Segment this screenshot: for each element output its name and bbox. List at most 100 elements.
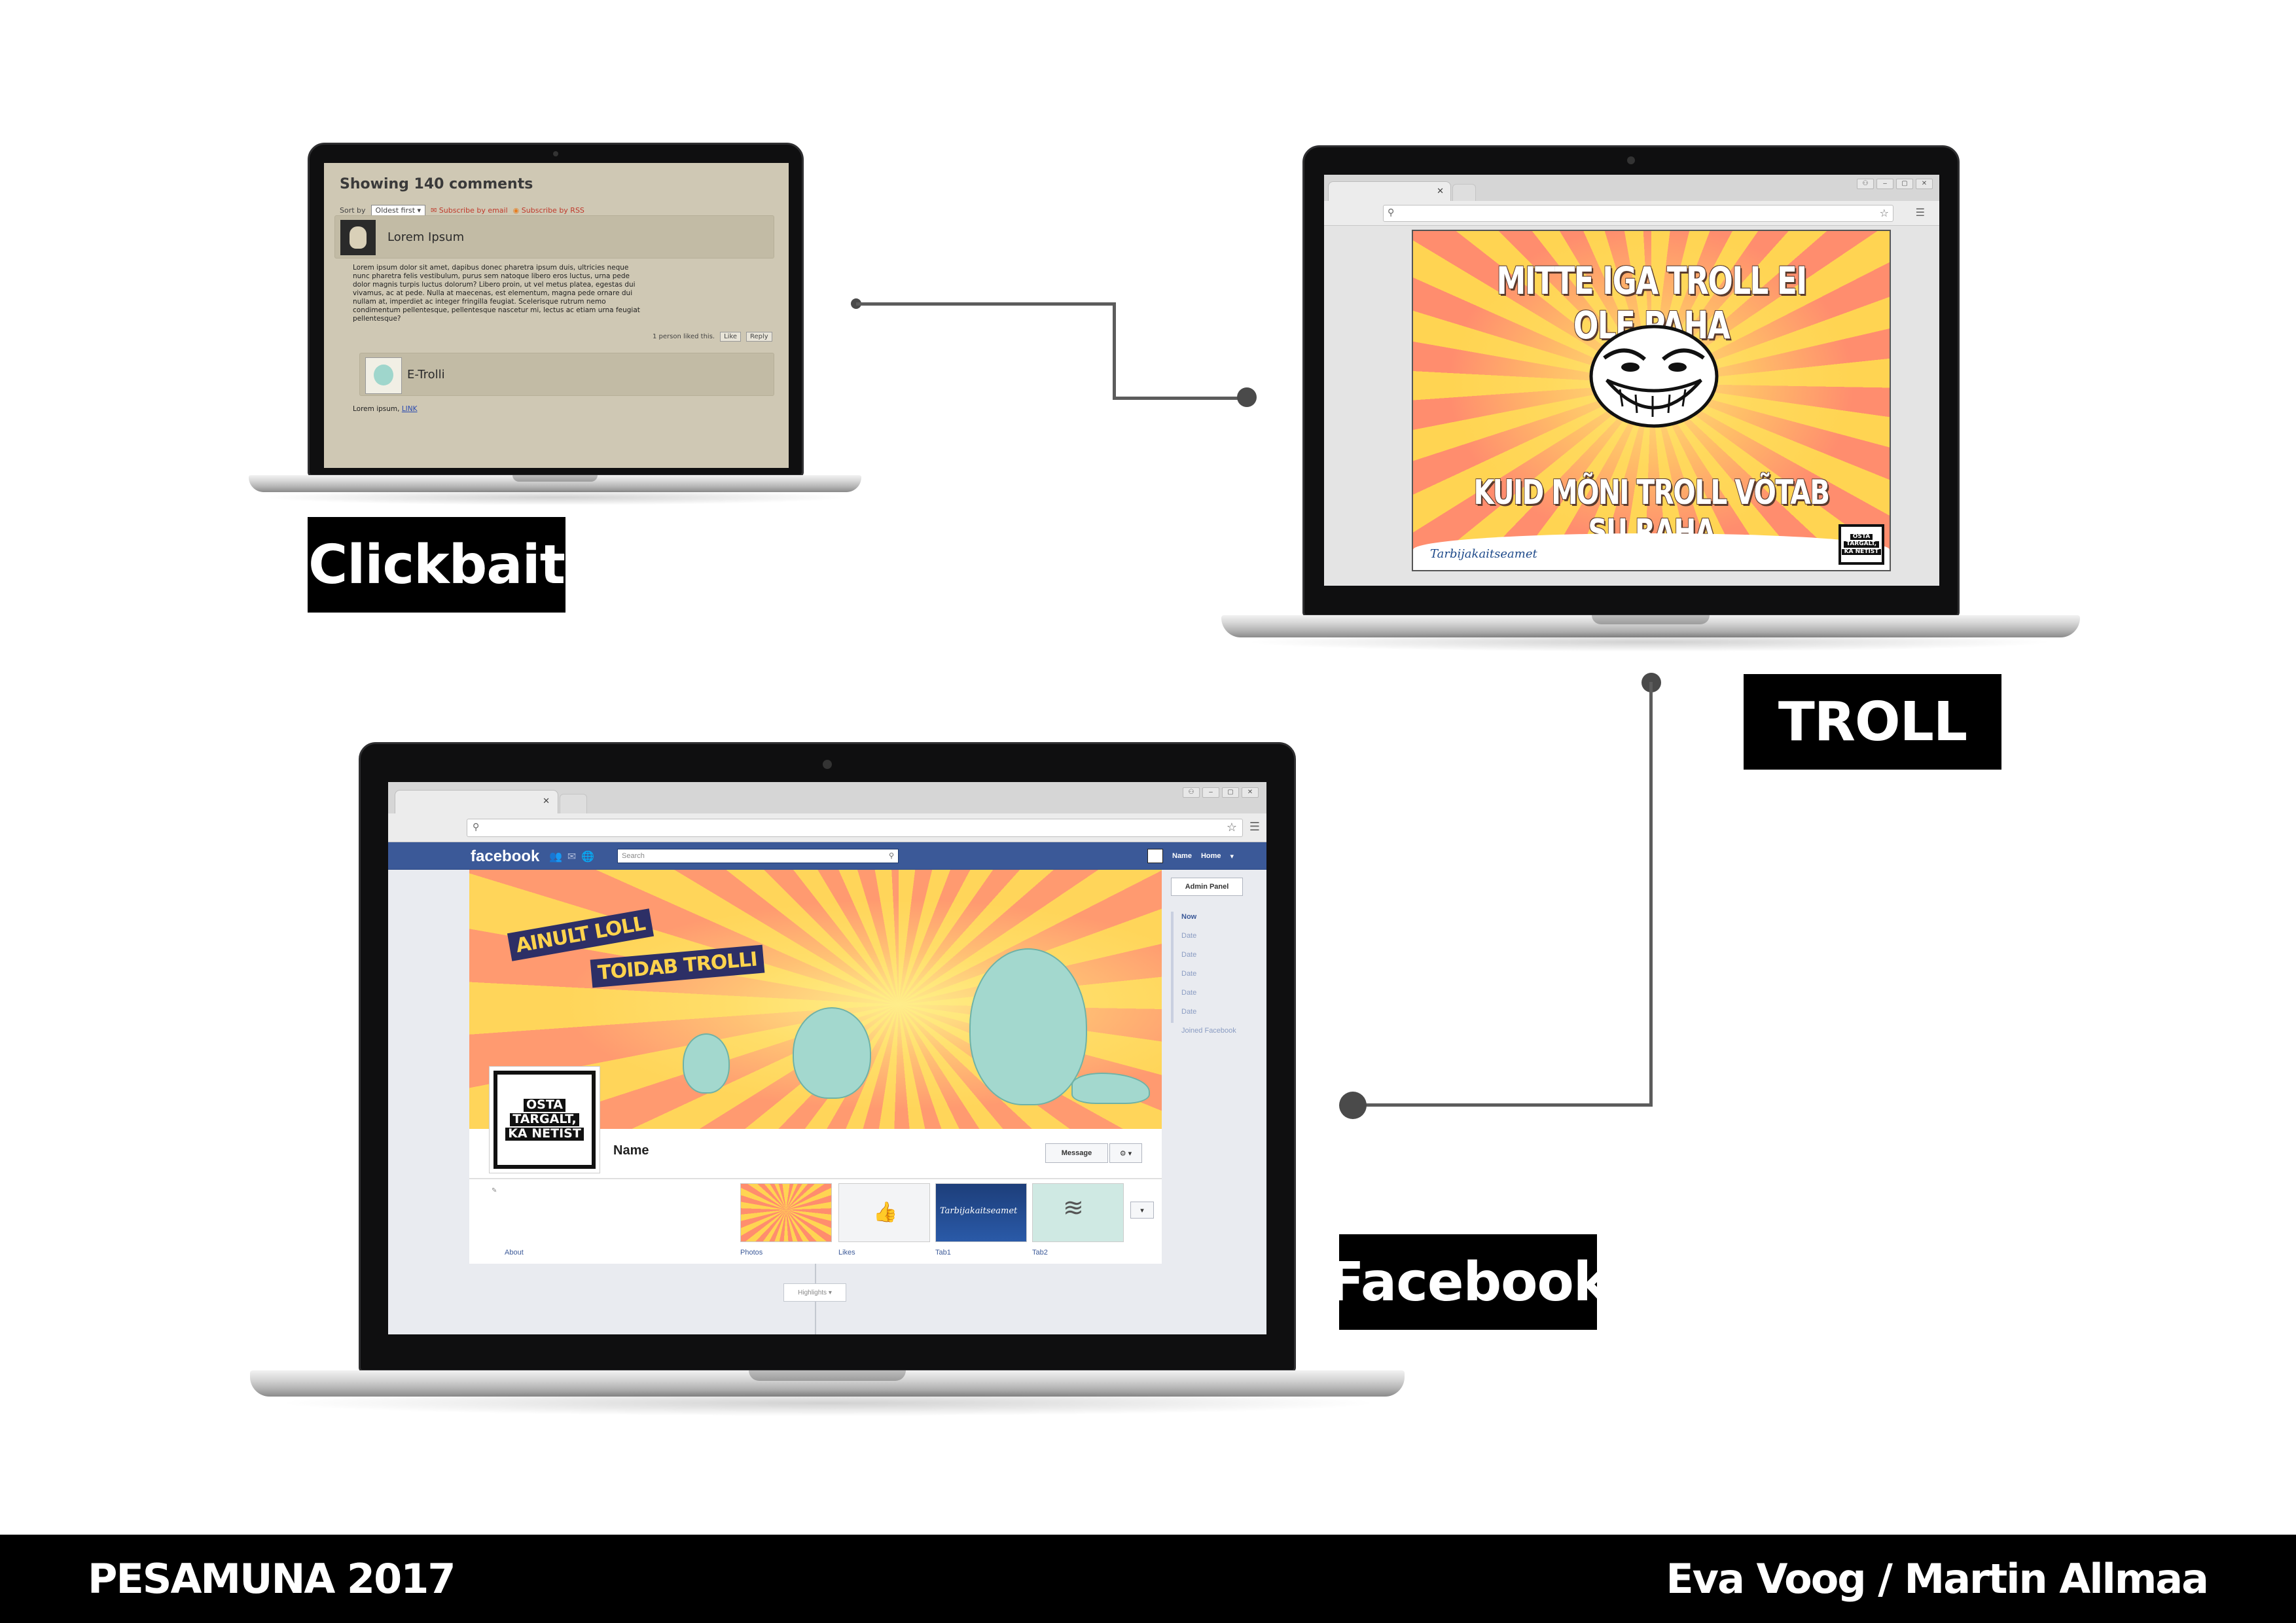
star-icon[interactable]: ☆ bbox=[1879, 208, 1889, 219]
comments-title: Showing 140 comments bbox=[340, 176, 533, 192]
comment-author[interactable]: Lorem Ipsum bbox=[387, 230, 465, 244]
menu-icon[interactable]: ☰ bbox=[1249, 820, 1260, 833]
subscribe-email-link[interactable]: ✉ Subscribe by email bbox=[431, 206, 508, 215]
messages-icon[interactable]: ✉ bbox=[567, 851, 577, 863]
tab-about[interactable]: About bbox=[505, 1249, 524, 1257]
laptop-notch bbox=[1592, 615, 1710, 624]
notifications-icon[interactable]: 🌐 bbox=[581, 851, 595, 863]
reply-button[interactable]: Reply bbox=[746, 332, 772, 342]
timeline-item[interactable]: Date bbox=[1181, 1008, 1197, 1016]
connector-line bbox=[1113, 397, 1247, 400]
user-icon[interactable]: ⚇ bbox=[1857, 179, 1874, 189]
facebook-logo[interactable]: facebook bbox=[471, 847, 540, 865]
browser-tab[interactable]: ✕ bbox=[1328, 181, 1451, 201]
sort-select-value: Oldest first bbox=[375, 206, 416, 215]
timeline-item[interactable]: Date bbox=[1181, 951, 1197, 959]
timeline-item-now[interactable]: Now bbox=[1181, 913, 1197, 921]
search-icon: ⚲ bbox=[888, 852, 894, 860]
poster-top-text: MITTE IGA TROLL EI OLE PAHA bbox=[1496, 259, 1807, 348]
page-name[interactable]: Name bbox=[613, 1143, 649, 1158]
timeline-item-joined[interactable]: Joined Facebook bbox=[1181, 1027, 1236, 1035]
laptop-shadow bbox=[275, 1390, 1381, 1416]
tab-tab1[interactable]: Tab1 bbox=[935, 1249, 951, 1257]
laptop-lid: Showing 140 comments Sort by Oldest firs… bbox=[308, 143, 804, 476]
troll-poster: MITTE IGA TROLL EI OLE PAHA KUID MÕNI TR… bbox=[1412, 230, 1891, 571]
like-button[interactable]: Like bbox=[720, 332, 742, 342]
nav-avatar[interactable] bbox=[1147, 849, 1163, 863]
tab-thumb-likes[interactable]: 👍 bbox=[838, 1183, 930, 1242]
facebook-search-input[interactable]: Search ⚲ bbox=[617, 849, 899, 863]
laptop-notch bbox=[749, 1370, 906, 1381]
close-window-icon[interactable]: ✕ bbox=[1916, 179, 1933, 189]
facebook-page: AINULT LOLL TOIDAB TROLLI Name Message ⚙… bbox=[388, 870, 1266, 1334]
facebook-label: Facebook bbox=[1328, 1234, 1609, 1330]
minimize-icon[interactable]: – bbox=[1876, 179, 1893, 189]
close-icon[interactable]: ✕ bbox=[543, 796, 550, 806]
stamp-line: OSTA bbox=[1850, 533, 1873, 541]
profile-picture[interactable]: OSTA TARGALT, KA NETIST bbox=[489, 1066, 600, 1173]
browser-toolbar: ⚲ ☆ ☰ bbox=[1324, 201, 1939, 226]
avatar[interactable] bbox=[340, 220, 376, 255]
tab-thumb-tab2[interactable]: ≋ bbox=[1032, 1183, 1124, 1242]
browser-tabbar: ✕ ⚇ – ▢ ✕ bbox=[1324, 175, 1939, 201]
reply-link[interactable]: LINK bbox=[401, 405, 418, 413]
address-bar[interactable]: ⚲ ☆ bbox=[467, 819, 1243, 837]
maximize-icon[interactable]: ▢ bbox=[1896, 179, 1913, 189]
tab-likes[interactable]: Likes bbox=[838, 1249, 855, 1257]
nav-name-link[interactable]: Name bbox=[1172, 852, 1192, 860]
comment-actions: 1 person liked this. Like Reply bbox=[653, 332, 772, 342]
highlights-dropdown[interactable]: Highlights ▾ bbox=[783, 1283, 846, 1302]
highlights-label: Highlights bbox=[798, 1289, 827, 1296]
laptop-screen: ✕ ⚇ – ▢ ✕ ⚲ ☆ ☰ bbox=[388, 782, 1266, 1334]
facebook-topbar: facebook 👥 ✉ 🌐 Search ⚲ Name Home bbox=[388, 842, 1266, 870]
more-tabs-button[interactable]: ▾ bbox=[1130, 1202, 1154, 1219]
reply-author[interactable]: E-Trolli bbox=[407, 368, 445, 382]
star-icon[interactable]: ☆ bbox=[1226, 821, 1237, 834]
message-button[interactable]: Message bbox=[1045, 1143, 1108, 1163]
stamp-line: TARGALT, bbox=[510, 1113, 579, 1126]
tab-photos[interactable]: Photos bbox=[740, 1249, 763, 1257]
timeline-item[interactable]: Date bbox=[1181, 989, 1197, 997]
new-tab-button[interactable] bbox=[1452, 184, 1476, 201]
sort-controls: Sort by Oldest first ▾ ✉ Subscribe by em… bbox=[340, 205, 584, 216]
admin-panel-button[interactable]: Admin Panel bbox=[1171, 878, 1243, 896]
subscribe-rss-link[interactable]: ◉ Subscribe by RSS bbox=[513, 206, 584, 215]
monster-illustration bbox=[969, 948, 1087, 1105]
menu-icon[interactable]: ☰ bbox=[1915, 207, 1925, 219]
nav-home-link[interactable]: Home bbox=[1200, 852, 1221, 860]
address-bar[interactable]: ⚲ ☆ bbox=[1383, 205, 1893, 222]
close-window-icon[interactable]: ✕ bbox=[1242, 787, 1259, 798]
user-icon[interactable]: ⚇ bbox=[1183, 787, 1200, 798]
comment-header: Lorem Ipsum bbox=[334, 215, 774, 259]
footer-left-text: PESAMUNA 2017 bbox=[88, 1555, 456, 1603]
minimize-icon[interactable]: – bbox=[1202, 787, 1219, 798]
laptop-shadow bbox=[262, 490, 851, 505]
timeline-item[interactable]: Date bbox=[1181, 932, 1197, 940]
monster-illustration bbox=[683, 1033, 730, 1094]
timeline-item[interactable]: Date bbox=[1181, 970, 1197, 978]
close-icon[interactable]: ✕ bbox=[1437, 186, 1444, 196]
thumbs-up-icon: 👍 bbox=[873, 1202, 898, 1223]
cover-photo: AINULT LOLL TOIDAB TROLLI bbox=[469, 870, 1162, 1129]
timeline-nav: Now Date Date Date Date Date Joined Face… bbox=[1181, 913, 1236, 1046]
avatar[interactable] bbox=[365, 357, 402, 394]
tab-thumb-photos[interactable] bbox=[740, 1183, 832, 1242]
brand-logo: Tarbijakaitseamet bbox=[1430, 547, 1537, 561]
browser-tab[interactable]: ✕ bbox=[395, 790, 558, 813]
laptop-base bbox=[250, 1370, 1405, 1397]
stamp-line: TARGALT, bbox=[1843, 541, 1880, 548]
sort-select[interactable]: Oldest first ▾ bbox=[370, 205, 426, 216]
tab-thumb-tab1[interactable]: Tarbijakaitseamet bbox=[935, 1183, 1027, 1242]
maximize-icon[interactable]: ▢ bbox=[1222, 787, 1239, 798]
tab-tab2[interactable]: Tab2 bbox=[1032, 1249, 1048, 1257]
comments-page: Showing 140 comments Sort by Oldest firs… bbox=[324, 163, 789, 468]
gear-icon: ⚙ ▾ bbox=[1119, 1149, 1132, 1158]
new-tab-button[interactable] bbox=[560, 794, 587, 813]
settings-button[interactable]: ⚙ ▾ bbox=[1109, 1143, 1142, 1163]
chevron-down-icon[interactable]: ▾ bbox=[1230, 852, 1234, 861]
friend-requests-icon[interactable]: 👥 bbox=[549, 851, 562, 863]
connector-dot-end bbox=[1237, 387, 1257, 407]
tab1-brand: Tarbijakaitseamet bbox=[940, 1206, 1018, 1216]
laptop-base bbox=[249, 475, 861, 492]
troll-label: TROLL bbox=[1744, 674, 2001, 770]
